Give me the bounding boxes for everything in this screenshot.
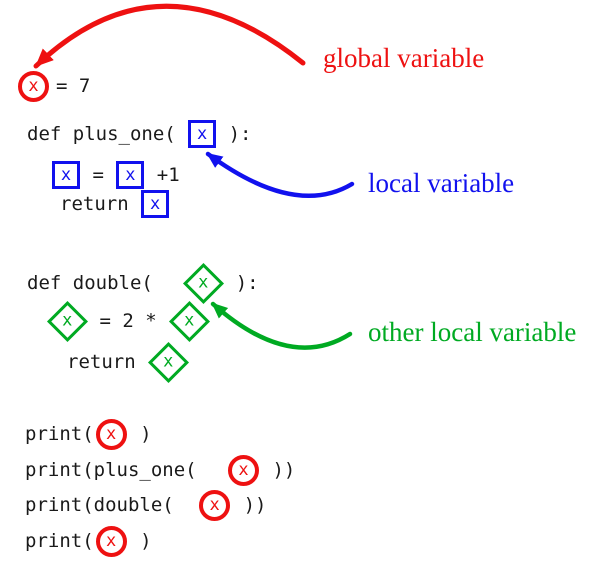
other-local-variable-label: other local variable <box>368 317 577 347</box>
other-local-x-marker: x <box>168 300 210 342</box>
code-line-print-plus-one: print(plus_one( x )) <box>25 453 295 487</box>
global-variable-arrow <box>33 3 306 69</box>
variable-x: x <box>125 164 136 185</box>
global-x-marker: x <box>199 489 231 521</box>
code-text: )) <box>261 458 296 481</box>
variable-x: x <box>61 310 73 331</box>
code-text: print(plus_one( <box>25 458 209 481</box>
variable-x: x <box>209 494 220 515</box>
code-text: +1 <box>145 163 180 186</box>
code-text: print(double( <box>25 493 186 516</box>
code-line-def-double: def double( x ): <box>27 261 259 305</box>
local-variable-label: local variable <box>368 168 515 198</box>
local-x-marker: x <box>52 161 80 189</box>
code-line-double-assign: x = 2 * x <box>46 299 210 343</box>
variable-x: x <box>149 193 161 214</box>
diamond-shape: x <box>182 262 224 304</box>
variable-x: x <box>106 423 117 444</box>
code-text: def double( <box>27 271 165 294</box>
code-text: = <box>81 163 116 186</box>
code-line-global-assign: x = 7 <box>16 69 90 103</box>
other-local-x-marker: x <box>147 341 189 383</box>
global-x-marker: x <box>95 418 127 450</box>
local-x-param-marker: x <box>188 120 217 148</box>
variable-x: x <box>197 123 208 144</box>
code-text: = 7 <box>56 74 91 97</box>
variable-x: x <box>198 272 209 293</box>
variable-x: x <box>28 75 39 96</box>
code-text: def plus_one( <box>27 122 188 145</box>
variable-x: x <box>162 351 174 372</box>
global-variable-label: global variable <box>323 43 485 73</box>
code-line-double-return: return x <box>67 340 189 384</box>
variable-x: x <box>106 530 117 551</box>
diamond-shape: x <box>147 341 189 383</box>
code-text: = 2 * <box>88 309 169 332</box>
code-text: ): <box>217 122 252 145</box>
variable-x: x <box>238 459 249 480</box>
variable-x: x <box>183 310 195 331</box>
variable-x: x <box>60 164 72 185</box>
code-text: return <box>60 192 141 215</box>
code-line-plus-one-assign: x = x +1 <box>51 158 180 192</box>
global-x-marker: x <box>18 70 49 102</box>
global-x-marker: x <box>95 525 127 557</box>
code-text: ) <box>128 422 152 445</box>
diamond-shape: x <box>168 300 210 342</box>
code-text: print( <box>25 422 94 445</box>
diamond-shape: x <box>46 300 88 342</box>
code-line-print-1: print( x ) <box>25 417 152 451</box>
code-text: print( <box>25 529 94 552</box>
other-local-x-param-marker: x <box>182 262 224 304</box>
global-x-marker: x <box>228 454 260 486</box>
code-text: ): <box>224 271 259 294</box>
code-line-print-2: print( x ) <box>25 524 152 558</box>
code-line-print-double: print(double( x )) <box>25 488 266 522</box>
local-x-marker: x <box>116 161 145 189</box>
other-local-variable-arrow <box>210 301 353 350</box>
other-local-x-marker: x <box>46 300 88 342</box>
code-text: )) <box>232 493 267 516</box>
local-variable-arrow <box>205 151 355 198</box>
code-text: ) <box>128 529 152 552</box>
code-line-def-plus-one: def plus_one( x ): <box>27 117 251 151</box>
local-x-marker: x <box>141 190 170 218</box>
code-text: return <box>67 350 148 373</box>
code-line-plus-one-return: return x <box>60 187 170 221</box>
